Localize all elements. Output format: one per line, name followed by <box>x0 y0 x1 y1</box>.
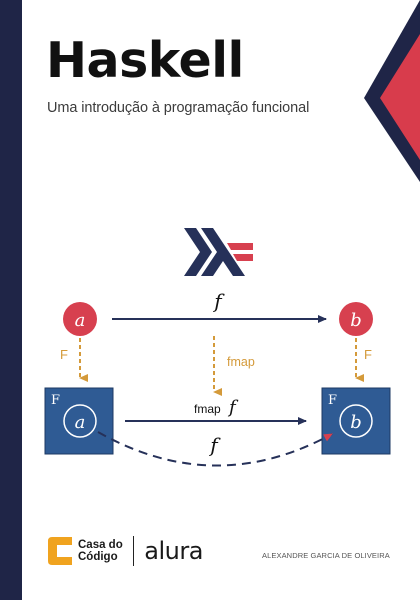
publisher-divider <box>132 536 135 566</box>
arrow-dashed-curve <box>97 431 333 467</box>
arrow-F-right-label: F <box>364 347 372 362</box>
box-F-b-node <box>339 404 373 438</box>
author-name: ALEXANDRE GARCIA DE OLIVEIRA <box>262 551 390 560</box>
haskell-logo-icon <box>184 228 253 276</box>
corner-decoration <box>364 0 420 182</box>
cdc-line-1: Casa do <box>78 539 123 551</box>
box-F-b-label: F <box>328 393 337 408</box>
dashed-f-label: f <box>208 433 221 457</box>
fmap-f-label-f: f <box>227 397 239 418</box>
node-a <box>63 302 97 336</box>
casa-do-codigo-icon <box>48 537 72 565</box>
cover-spine <box>0 0 22 600</box>
cdc-line-2: Código <box>78 551 118 563</box>
box-F-b-node-label: b <box>350 412 362 433</box>
node-a-label: a <box>75 310 86 331</box>
arrow-F-left-label: F <box>60 347 68 362</box>
box-F-a-node-label: a <box>75 412 86 433</box>
node-b <box>339 302 373 336</box>
alura-logo-text: alura <box>144 537 203 565</box>
arrow-f-top-label: f <box>212 289 225 313</box>
book-subtitle: Uma introdução à programação funcional <box>47 100 310 116</box>
publishers-footer: Casa do Código alura <box>48 536 203 566</box>
casa-do-codigo-text: Casa do Código <box>78 539 123 563</box>
node-b-label: b <box>350 310 362 331</box>
box-F-a-label: F <box>51 393 60 408</box>
corner-red-shape <box>380 34 420 160</box>
book-title: Haskell <box>46 32 244 89</box>
fmap-f-label-prefix: fmap <box>194 402 221 416</box>
box-F-b <box>321 387 391 455</box>
arrow-fmap-label: fmap <box>227 355 255 369</box>
box-F-a-node <box>63 404 97 438</box>
